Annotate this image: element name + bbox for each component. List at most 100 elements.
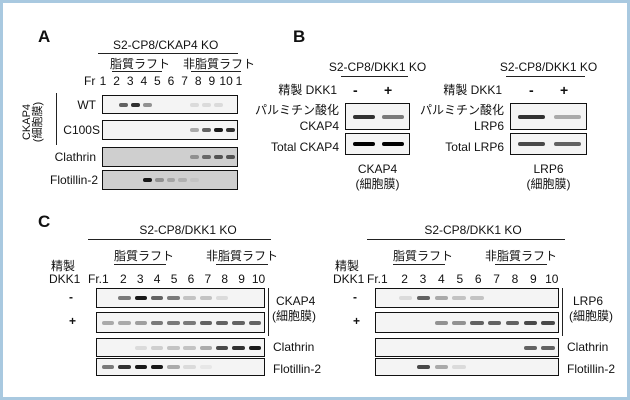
western-blot xyxy=(102,147,238,167)
blot-band xyxy=(216,320,229,325)
western-blot xyxy=(96,312,265,333)
row-label: LRP6 xyxy=(473,119,504,133)
fraction-number: 4 xyxy=(140,74,148,88)
blot-band xyxy=(134,365,147,369)
blot-band xyxy=(201,128,211,132)
row-label: WT xyxy=(77,98,96,112)
blot-band xyxy=(190,155,200,159)
raft-label: 脂質ラフト xyxy=(114,249,175,263)
fraction-number: 8 xyxy=(511,272,519,286)
blot-band xyxy=(167,345,180,350)
blot-band xyxy=(434,296,449,300)
blot-band xyxy=(118,320,131,325)
blot-band xyxy=(183,345,196,350)
western-blot xyxy=(510,103,587,130)
blot-band xyxy=(553,114,581,119)
blot-band xyxy=(142,178,152,182)
protein-label: Clathrin xyxy=(567,340,609,354)
blot-band xyxy=(470,320,484,325)
nonraft-label: 非脂質ラフト xyxy=(206,249,279,263)
blot-band xyxy=(213,102,223,107)
fraction-number: 3 xyxy=(419,272,427,286)
blot-band xyxy=(134,296,147,300)
row-label: Flotillin-2 xyxy=(49,173,98,187)
fraction-number: 5 xyxy=(154,74,161,88)
fraction-number: 3 xyxy=(136,272,144,286)
blot-band xyxy=(183,320,196,325)
divider xyxy=(216,264,268,265)
fraction-number: 5 xyxy=(456,272,464,286)
row-label: Total CKAP4 xyxy=(270,140,339,154)
fraction-number: 6 xyxy=(187,272,195,286)
panel-a-label: A xyxy=(38,27,51,46)
blot-band xyxy=(183,365,196,369)
protein-label: Flotillin-2 xyxy=(273,362,322,376)
western-blot xyxy=(375,288,559,308)
row-label: CKAP4 xyxy=(299,119,339,133)
minus-label: - xyxy=(353,290,357,304)
blot-band xyxy=(541,320,555,325)
fraction-number: 6 xyxy=(474,272,482,286)
blot-band xyxy=(216,345,229,350)
caption: (細胞膜) xyxy=(526,177,571,191)
western-blot xyxy=(510,133,587,155)
row-label: パルミチン酸化 xyxy=(419,103,504,117)
treatment-label: DKK1 xyxy=(333,272,365,286)
fraction-number: 10 xyxy=(251,272,266,286)
blot-band xyxy=(150,296,164,300)
blot-band xyxy=(523,320,538,325)
blot-band xyxy=(216,296,229,300)
blot-band xyxy=(101,320,115,325)
plus-label: + xyxy=(69,314,77,328)
blot-band xyxy=(225,128,235,132)
blot-band xyxy=(382,114,405,119)
blot-band xyxy=(199,365,213,369)
protein-label: (細胞膜) xyxy=(272,309,316,323)
raft-label: 脂質ラフト xyxy=(393,249,454,263)
fraction-number: 3 xyxy=(126,74,134,88)
blot-band xyxy=(352,114,375,119)
western-blot xyxy=(345,133,410,155)
blot-title: S2-CP8/DKK1 KO xyxy=(424,223,522,237)
fraction-number: 1 xyxy=(235,74,243,88)
blot-band xyxy=(150,345,164,350)
blot-band xyxy=(416,296,431,300)
fraction-number: 10 xyxy=(219,74,233,88)
fraction-number: 7 xyxy=(204,272,212,286)
blot-band xyxy=(199,296,213,300)
divider xyxy=(393,264,445,265)
blot-band xyxy=(470,296,484,300)
blot-band xyxy=(452,320,466,325)
minus-label: - xyxy=(529,82,534,98)
blot-band xyxy=(119,102,129,107)
blot-band xyxy=(118,365,131,369)
protein-label: (細胞膜) xyxy=(569,309,613,323)
blot-band xyxy=(452,296,466,300)
blot-band xyxy=(201,102,211,107)
plus-label: + xyxy=(353,314,361,328)
blot-title: S2-CP8/DKK1 KO xyxy=(328,60,427,74)
fraction-number: 4 xyxy=(438,272,445,286)
blot-band xyxy=(150,365,164,369)
fraction-number: 9 xyxy=(208,74,216,88)
fraction-number: 9 xyxy=(238,272,245,286)
treatment-label: 精製 xyxy=(51,259,76,273)
blot-band xyxy=(434,365,449,369)
western-blot xyxy=(102,120,238,140)
blot-band xyxy=(232,345,245,350)
treatment-label: DKK1 xyxy=(49,272,81,286)
blot-band xyxy=(416,365,431,369)
row-label: Clathrin xyxy=(54,150,96,164)
blot-band xyxy=(134,345,147,350)
fraction-number: 9 xyxy=(530,272,537,286)
blot-band xyxy=(382,142,405,146)
blot-band xyxy=(398,296,413,300)
blot-band xyxy=(167,365,180,369)
blot-band xyxy=(199,345,213,350)
treatment-label: 精製 xyxy=(335,259,360,273)
blot-band xyxy=(190,102,200,107)
divider xyxy=(367,239,565,240)
blot-band xyxy=(541,345,555,350)
blot-band xyxy=(352,142,375,146)
blot-band xyxy=(131,102,141,107)
